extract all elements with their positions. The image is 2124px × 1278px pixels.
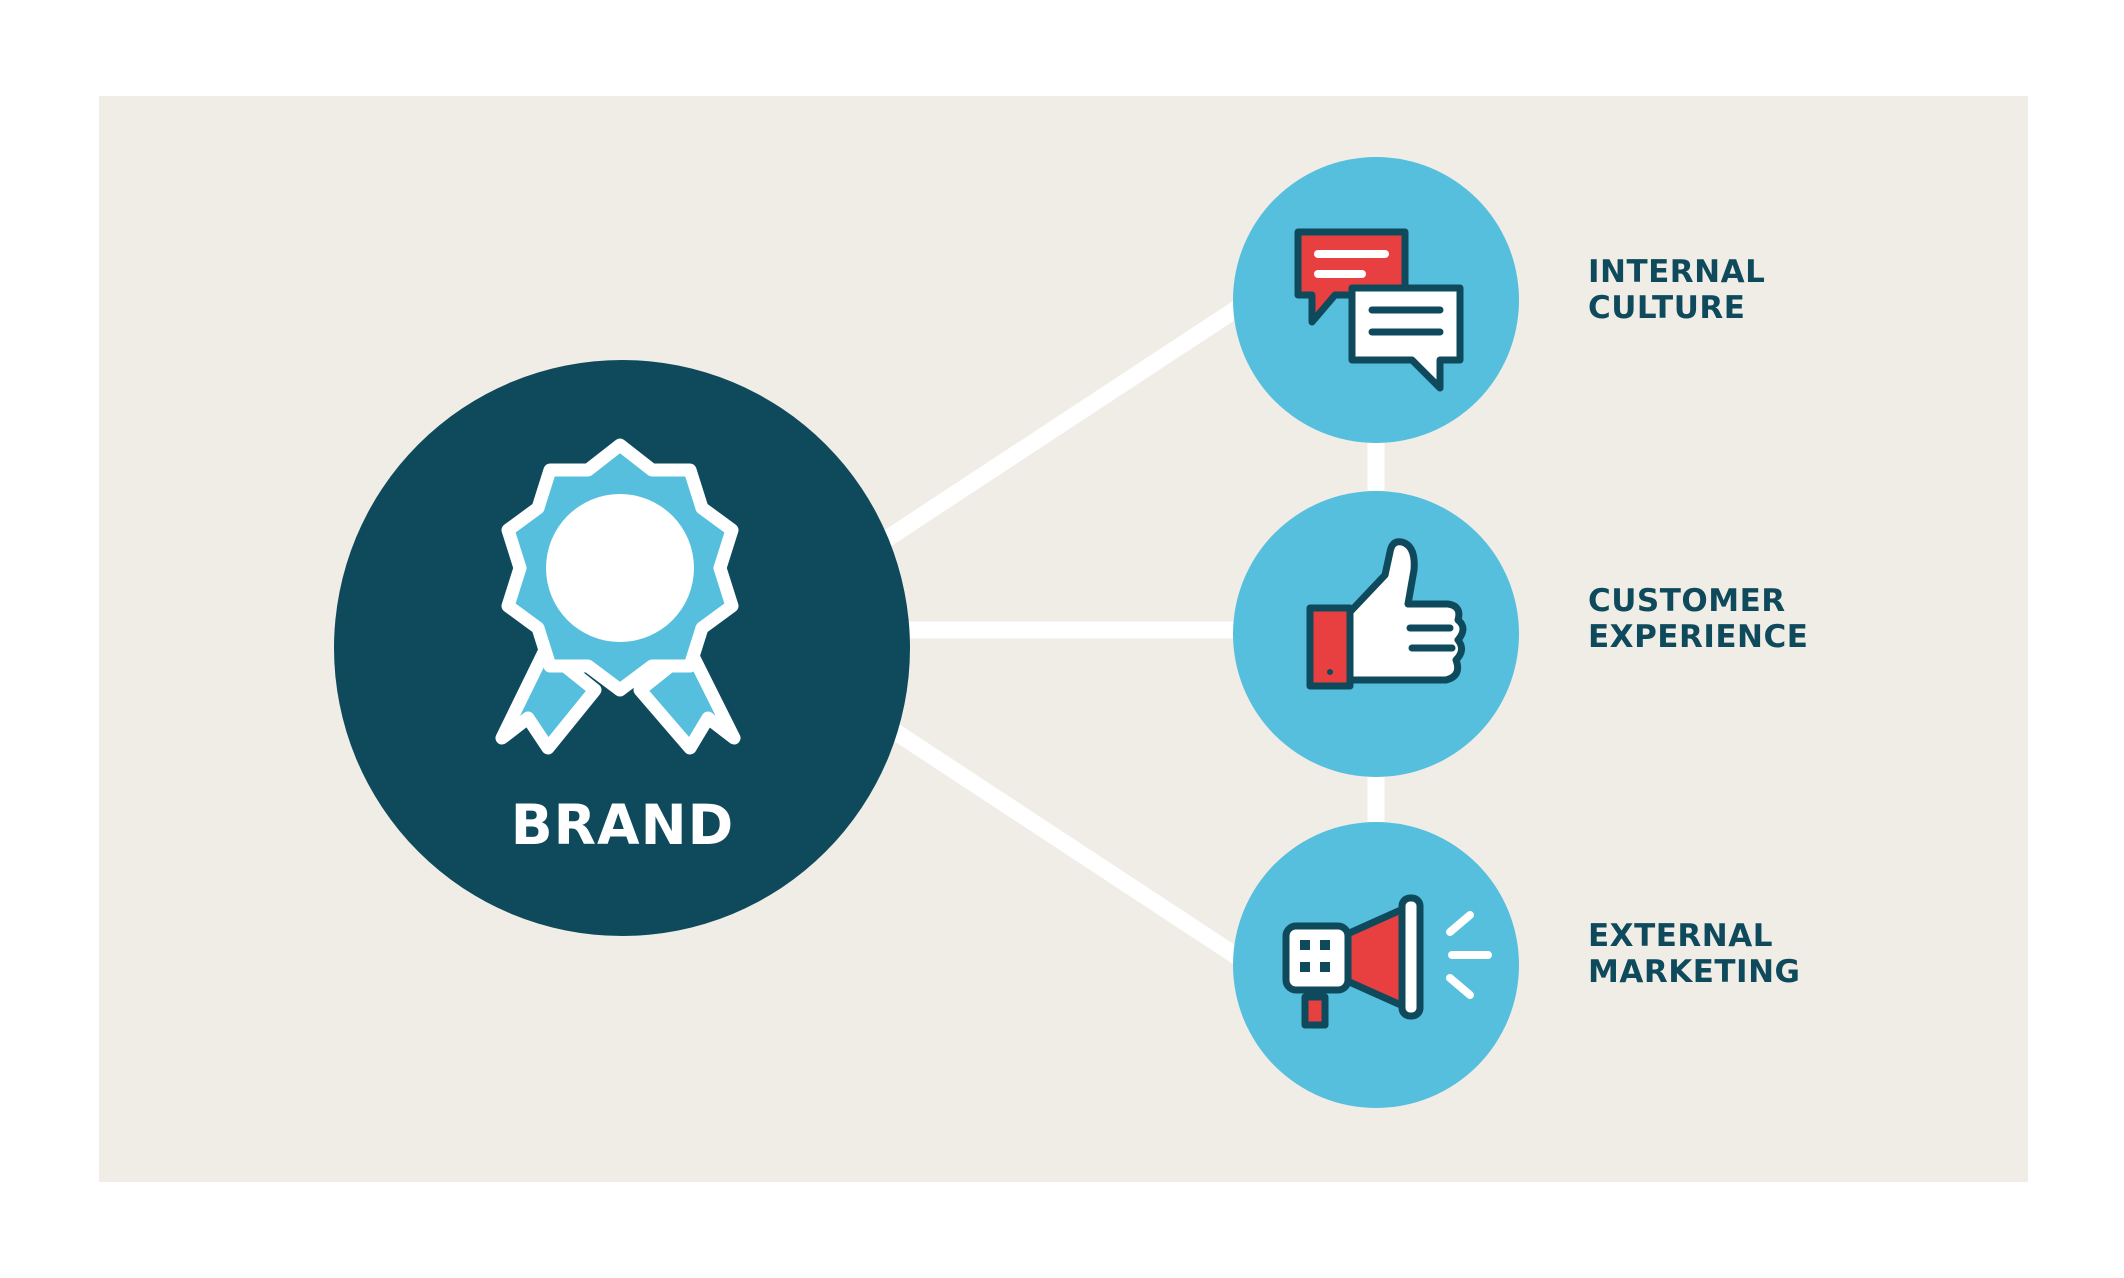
brand-label: BRAND bbox=[510, 793, 735, 857]
label-external-marketing-line1: EXTERNAL bbox=[1588, 918, 1773, 954]
connector-external-marketing bbox=[880, 717, 1255, 973]
label-internal-culture: INTERNAL CULTURE bbox=[1588, 254, 2008, 326]
label-customer-experience-line2: EXPERIENCE bbox=[1588, 619, 1809, 655]
chat-bubbles-icon bbox=[1294, 228, 1464, 392]
label-external-marketing: EXTERNAL MARKETING bbox=[1588, 918, 2008, 990]
connectors bbox=[880, 292, 1385, 973]
label-internal-culture-line1: INTERNAL bbox=[1588, 254, 1766, 290]
label-external-marketing-line2: MARKETING bbox=[1588, 954, 1801, 990]
label-internal-culture-line2: CULTURE bbox=[1588, 290, 1746, 326]
label-customer-experience: CUSTOMER EXPERIENCE bbox=[1588, 583, 2008, 655]
award-ribbon-icon bbox=[495, 438, 741, 755]
megaphone-icon bbox=[1282, 894, 1492, 1029]
label-customer-experience-line1: CUSTOMER bbox=[1588, 583, 1786, 619]
sound-waves-icon bbox=[1446, 911, 1492, 999]
connector-internal-culture bbox=[880, 292, 1255, 548]
thumbs-up-icon bbox=[1306, 538, 1467, 690]
